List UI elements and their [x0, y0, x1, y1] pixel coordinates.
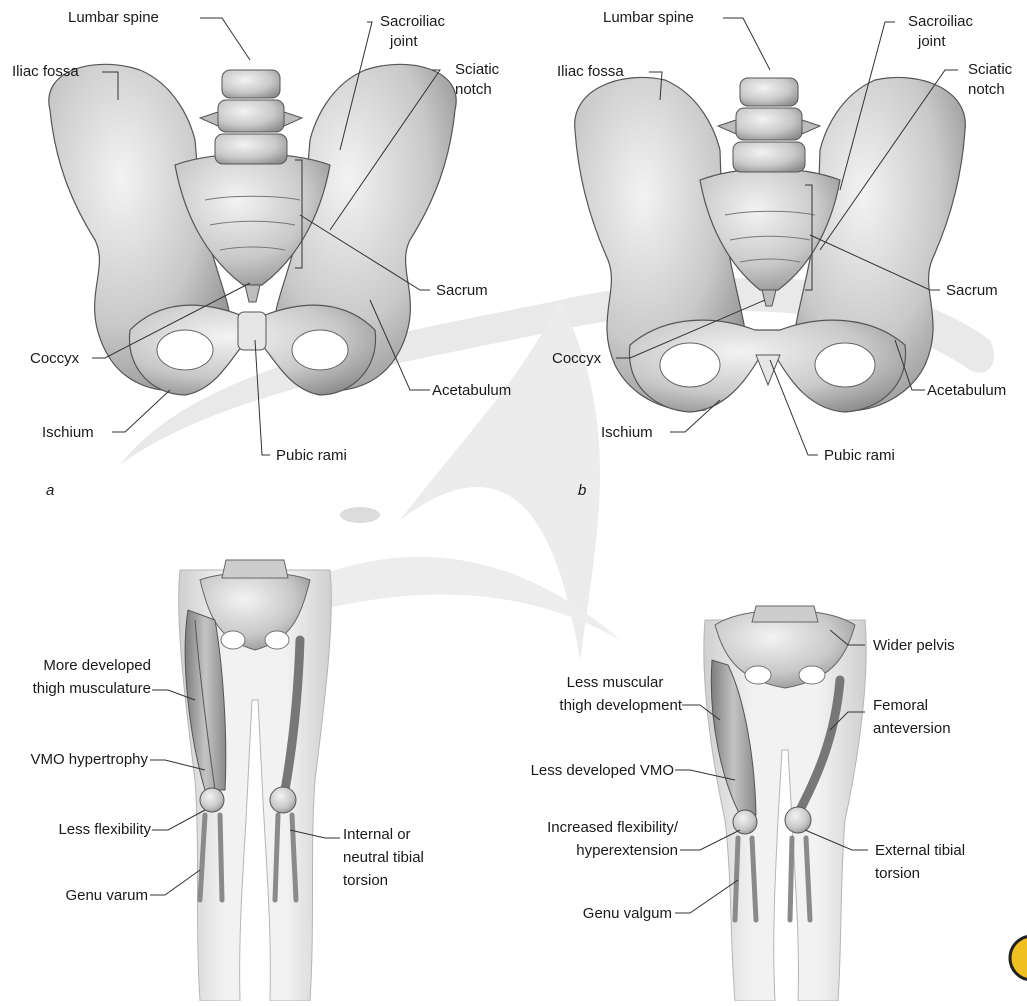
label-sacroiliac-joint-b-line1: Sacroiliac: [908, 12, 973, 31]
label-femoral-anteversion-line2: anteversion: [873, 719, 951, 738]
label-less-developed-vmo: Less developed VMO: [531, 761, 674, 780]
label-flexibility-line1: Increased flexibility/: [547, 818, 678, 837]
pelvis-a-lumbar-vertebrae: [200, 70, 302, 164]
label-external-tibial-torsion-line1: External tibial: [875, 841, 965, 860]
label-sacroiliac-joint-a-line1: Sacroiliac: [380, 12, 445, 31]
label-genu-valgum: Genu valgum: [583, 904, 672, 923]
label-lumbar-spine-a: Lumbar spine: [68, 8, 159, 27]
legs-female-illustration: [704, 606, 866, 1001]
corner-logo: [1010, 936, 1027, 980]
panel-letter-b: b: [578, 482, 586, 499]
label-external-tibial-torsion-line2: torsion: [875, 864, 920, 883]
label-sacroiliac-joint-b-line2: joint: [918, 32, 946, 51]
pelvis-a-illustration: [49, 64, 456, 395]
label-lumbar-spine-b: Lumbar spine: [603, 8, 694, 27]
label-thigh-development-line1: Less muscular: [540, 673, 690, 692]
label-sacroiliac-joint-a-line2: joint: [390, 32, 418, 51]
label-ischium-a: Ischium: [42, 423, 94, 442]
label-less-flexibility: Less flexibility: [58, 820, 151, 839]
label-pubic-rami-a: Pubic rami: [276, 446, 347, 465]
panel-letter-a: a: [46, 482, 54, 499]
legs-male-illustration: [179, 560, 332, 1001]
label-coccyx-b: Coccyx: [552, 349, 601, 368]
label-thigh-development-line2: thigh development: [559, 696, 682, 715]
label-ischium-b: Ischium: [601, 423, 653, 442]
label-thigh-musculature-line1: More developed: [43, 656, 151, 675]
pelvis-b-lumbar-vertebrae: [718, 78, 820, 172]
label-sciatic-notch-a-line2: notch: [455, 80, 492, 99]
label-sciatic-notch-b-line2: notch: [968, 80, 1005, 99]
label-iliac-fossa-b: Iliac fossa: [557, 62, 624, 81]
label-sciatic-notch-b-line1: Sciatic: [968, 60, 1012, 79]
label-iliac-fossa-a: Iliac fossa: [12, 62, 79, 81]
label-acetabulum-b: Acetabulum: [927, 381, 1006, 400]
label-sacrum-b: Sacrum: [946, 281, 998, 300]
label-flexibility-line2: hyperextension: [576, 841, 678, 860]
label-pubic-rami-b: Pubic rami: [824, 446, 895, 465]
label-sacrum-a: Sacrum: [436, 281, 488, 300]
label-tibial-torsion-male-line2: neutral tibial: [343, 848, 424, 867]
label-genu-varum: Genu varum: [65, 886, 148, 905]
label-sciatic-notch-a-line1: Sciatic: [455, 60, 499, 79]
label-tibial-torsion-male-line3: torsion: [343, 871, 388, 890]
label-acetabulum-a: Acetabulum: [432, 381, 511, 400]
pelvis-b-illustration: [575, 77, 966, 412]
label-coccyx-a: Coccyx: [30, 349, 79, 368]
label-thigh-musculature-line2: thigh musculature: [33, 679, 151, 698]
label-vmo-hypertrophy: VMO hypertrophy: [30, 750, 148, 769]
label-wider-pelvis: Wider pelvis: [873, 636, 955, 655]
label-femoral-anteversion-line1: Femoral: [873, 696, 928, 715]
label-tibial-torsion-male-line1: Internal or: [343, 825, 411, 844]
